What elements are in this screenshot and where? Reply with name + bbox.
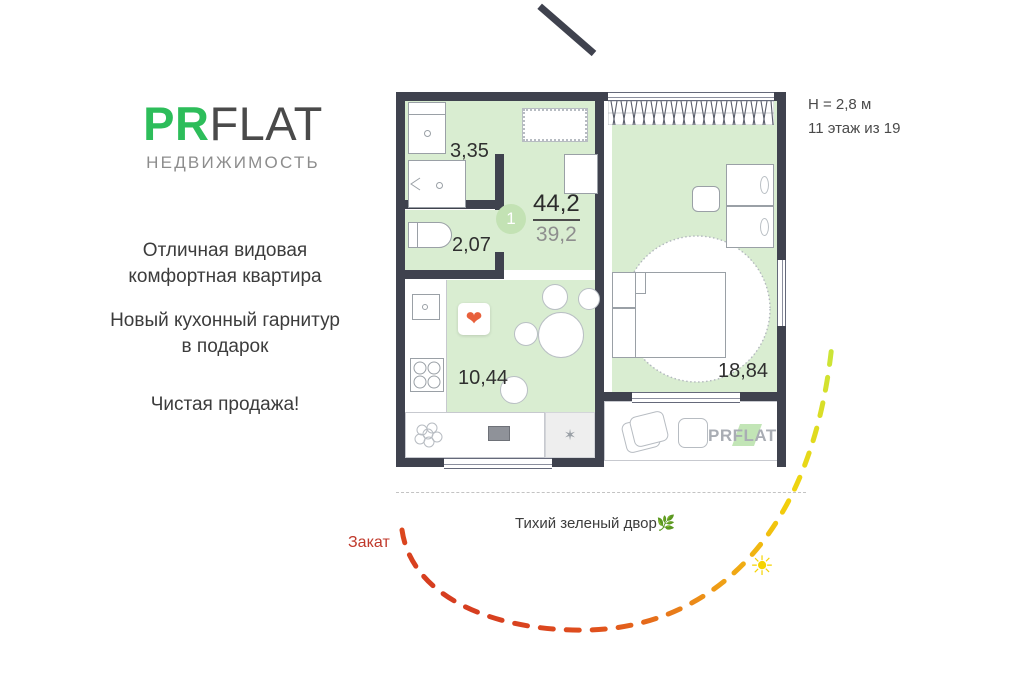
marketing-line-2: комфортная квартира bbox=[128, 266, 322, 287]
dining-chair-3 bbox=[514, 322, 538, 346]
marketing-paragraph-2: Новый кухонный гарнитур в подарок bbox=[60, 308, 390, 360]
wall-living-door-top bbox=[595, 92, 604, 197]
dresser-handle-1 bbox=[760, 176, 769, 194]
marketing-line-3: Новый кухонный гарнитур bbox=[110, 310, 340, 331]
marketing-line-5: Чистая продажа! bbox=[150, 394, 300, 415]
plant-icon bbox=[414, 422, 443, 448]
window-living-right bbox=[777, 260, 786, 326]
total-area-value: 44,2 bbox=[533, 192, 580, 221]
marketing-line-1: Отличная видовая bbox=[142, 240, 308, 261]
logo-flat-text: FLAT bbox=[209, 97, 323, 150]
kitchen-counter-bottom bbox=[405, 412, 545, 458]
wall-balcony-right bbox=[777, 395, 786, 467]
window-kitchen-bottom bbox=[444, 458, 552, 469]
dresser-handle-2 bbox=[760, 218, 769, 236]
marketing-line-4: в подарок bbox=[181, 336, 269, 357]
area-label-bathroom: 2,07 bbox=[452, 234, 491, 256]
curtain-hatch-icon bbox=[608, 101, 774, 125]
watermark-text: PRFLAT bbox=[708, 426, 777, 445]
leaf-icon: 🌿 bbox=[656, 515, 676, 532]
dining-table bbox=[538, 312, 584, 358]
marketing-paragraph-1: Отличная видовая комфортная квартира bbox=[60, 238, 390, 290]
kitchen-sink bbox=[412, 294, 440, 320]
bed bbox=[634, 272, 726, 358]
sun-icon: ☀ bbox=[749, 551, 775, 581]
kitchen-appliance-panel bbox=[545, 412, 595, 458]
area-label-living-room: 18,84 bbox=[718, 360, 769, 382]
countertop-device-icon bbox=[488, 426, 510, 441]
area-label-hallway: 3,35 bbox=[450, 140, 489, 162]
floor-label: 11 этаж из 19 bbox=[808, 120, 901, 137]
dining-chair-1 bbox=[542, 284, 568, 310]
logo-pr-text: PR bbox=[143, 97, 210, 150]
dining-chair-2 bbox=[578, 288, 600, 310]
heart-icon: ❤ bbox=[458, 303, 490, 335]
total-area-stack: 44,2 39,2 bbox=[533, 192, 580, 245]
toilet-tank bbox=[408, 222, 418, 248]
window-living-bottom bbox=[632, 392, 740, 403]
sink-counter bbox=[408, 102, 446, 114]
property-specs: H = 2,8 м 11 этаж из 19 bbox=[808, 93, 900, 141]
wall-hall-vert-2 bbox=[495, 252, 504, 279]
sunset-label: Закат bbox=[348, 534, 390, 551]
wall-bath-bottom bbox=[396, 270, 504, 279]
living-area-value: 39,2 bbox=[535, 223, 577, 246]
floor-plan: 1 44,2 39,2 ✶ ❤ bbox=[396, 3, 786, 477]
wall-left bbox=[396, 92, 405, 467]
balcony-table bbox=[678, 418, 708, 448]
logo-subtitle: НЕДВИЖИМОСТЬ bbox=[146, 153, 320, 172]
kitchen-sink-drain-icon bbox=[422, 304, 428, 310]
sun-path-arc bbox=[399, 341, 835, 633]
balcony-watermark: PRFLAT bbox=[708, 424, 777, 446]
wall-hall-vert bbox=[495, 154, 504, 210]
logo-wordmark: PRFLAT bbox=[118, 100, 348, 147]
side-table bbox=[692, 186, 720, 212]
stove-icon bbox=[410, 358, 444, 392]
hallway-rug bbox=[522, 108, 588, 142]
marketing-text: Отличная видовая комфортная квартира Нов… bbox=[60, 238, 390, 418]
shower-drain-icon bbox=[436, 182, 443, 189]
ground-dashed-line bbox=[396, 492, 806, 493]
hallway-cabinet bbox=[564, 154, 598, 194]
balcony-chair-icon bbox=[621, 411, 669, 453]
appliance-snowflake-icon: ✶ bbox=[563, 427, 577, 444]
bed-pillow-2 bbox=[612, 308, 636, 358]
window-living-top bbox=[608, 92, 774, 101]
dresser-bottom bbox=[726, 206, 774, 248]
dining-chair-4 bbox=[500, 376, 528, 404]
total-area-block: 1 44,2 39,2 bbox=[496, 192, 580, 245]
room-count-badge: 1 bbox=[496, 203, 526, 234]
area-label-kitchen: 10,44 bbox=[458, 367, 509, 389]
entry-door-swing-icon bbox=[537, 3, 597, 57]
sink-drain-icon bbox=[424, 130, 431, 137]
brand-logo: PRFLAT НЕДВИЖИМОСТЬ bbox=[118, 100, 348, 173]
yard-label: Тихий зеленый двор🌿 bbox=[515, 514, 676, 532]
wall-living-door-bot bbox=[595, 252, 604, 467]
nightstand-left bbox=[612, 272, 636, 308]
shower-head-icon bbox=[410, 177, 421, 191]
ceiling-height-label: H = 2,8 м bbox=[808, 96, 872, 113]
wall-top-left bbox=[396, 92, 604, 101]
yard-label-text: Тихий зеленый двор bbox=[515, 515, 657, 532]
